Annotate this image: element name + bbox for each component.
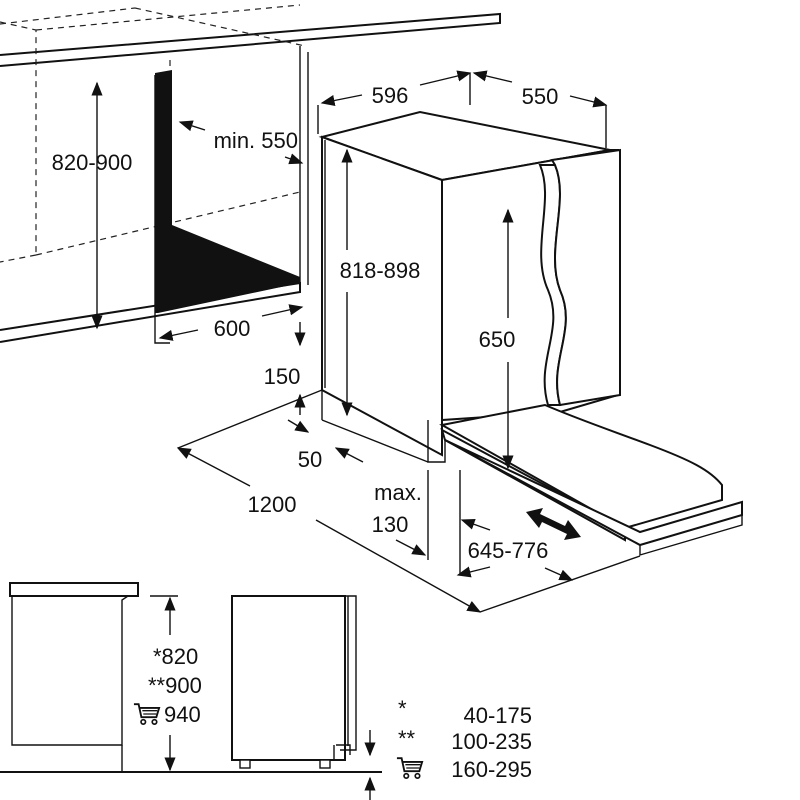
side-view-cabinet [9, 582, 178, 772]
side-view-heights: *820 **900 940 [133, 644, 202, 727]
legend: * 40-175 ** 100-235 160-295 [396, 696, 532, 782]
label-h2: **900 [148, 673, 202, 698]
legend-mark-1: * [398, 696, 407, 721]
cart-icon [133, 703, 161, 726]
legend-mark-2: ** [398, 726, 416, 751]
label-total-depth: 1200 [248, 492, 297, 517]
label-niche-width: 600 [214, 316, 251, 341]
label-cabinet-height: 820-900 [52, 150, 133, 175]
label-h1: *820 [153, 644, 198, 669]
legend-value-3: 160-295 [451, 757, 532, 782]
label-appliance-width: 596 [372, 83, 409, 108]
open-door [321, 390, 743, 556]
label-max-value: 130 [372, 512, 409, 537]
label-max: max. [374, 480, 422, 505]
dimension-labels: 820-900 min. 550 600 596 550 818-898 650… [52, 83, 559, 563]
label-door-height: 650 [479, 327, 516, 352]
label-door-travel: 645-776 [468, 538, 549, 563]
legend-value-1: 40-175 [463, 703, 532, 728]
cart-icon [396, 757, 424, 780]
door-cutaway [538, 148, 621, 407]
legend-value-2: 100-235 [451, 729, 532, 754]
label-plinth-gap: 50 [298, 447, 322, 472]
label-plinth-height: 150 [264, 364, 301, 389]
label-appliance-height: 818-898 [340, 258, 421, 283]
label-min-depth: min. 550 [214, 128, 298, 153]
label-h3: 940 [164, 702, 201, 727]
dimension-lines [91, 70, 641, 613]
label-appliance-depth: 550 [522, 84, 559, 109]
slide-arrow-icon [526, 508, 581, 540]
niche-shape [155, 70, 300, 313]
side-view-dishwasher [0, 595, 382, 800]
